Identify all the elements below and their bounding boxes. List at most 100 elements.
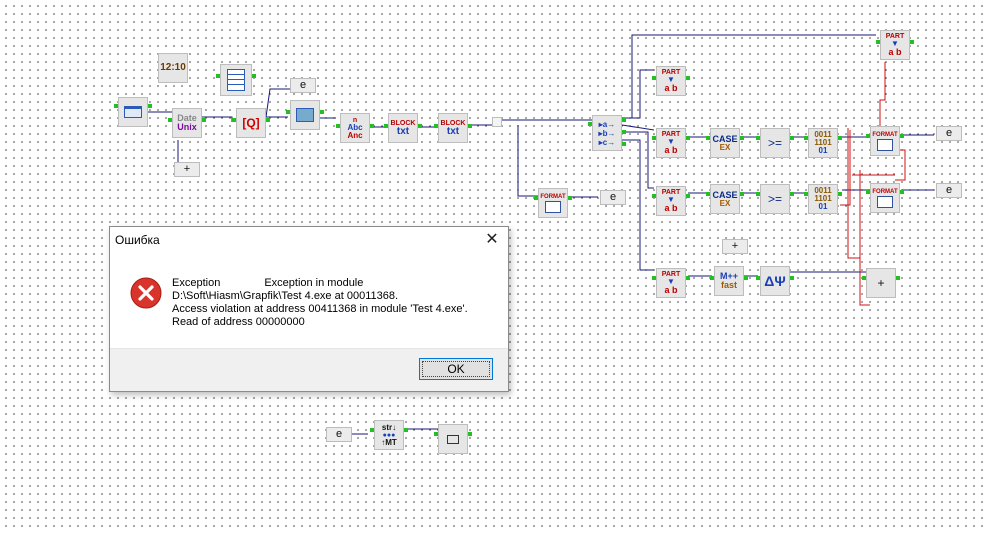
pin[interactable]: [686, 276, 690, 280]
abc-block[interactable]: n Abc Anc: [340, 113, 370, 143]
plus-block[interactable]: +: [866, 268, 896, 298]
format-block-1[interactable]: FORMAT: [538, 188, 568, 218]
pin[interactable]: [756, 192, 760, 196]
pin[interactable]: [652, 276, 656, 280]
search-block[interactable]: [Q]: [236, 108, 266, 138]
pin[interactable]: [686, 76, 690, 80]
pin[interactable]: [838, 136, 842, 140]
close-icon[interactable]: ✕: [485, 231, 499, 248]
pin[interactable]: [706, 136, 710, 140]
memo-block[interactable]: [220, 64, 252, 96]
pin[interactable]: [706, 192, 710, 196]
pin[interactable]: [876, 40, 880, 44]
block-txt-1[interactable]: BLOCK txt: [388, 113, 418, 143]
compare-block-1[interactable]: >=: [760, 128, 790, 158]
pin[interactable]: [534, 196, 538, 200]
plus-box-2[interactable]: +: [722, 239, 748, 254]
pin[interactable]: [622, 118, 626, 122]
pin[interactable]: [652, 136, 656, 140]
compare-block-2[interactable]: >=: [760, 184, 790, 214]
pin[interactable]: [652, 194, 656, 198]
ok-button[interactable]: OK: [419, 358, 493, 380]
pin[interactable]: [370, 428, 374, 432]
e-box-top[interactable]: e: [290, 78, 316, 93]
pin[interactable]: [804, 192, 808, 196]
format-block-2[interactable]: FORMAT: [870, 126, 900, 156]
part-block-1[interactable]: PART▼a b: [656, 66, 686, 96]
clock-block[interactable]: 12:10: [158, 53, 188, 83]
pin[interactable]: [370, 124, 374, 128]
pin[interactable]: [114, 104, 118, 108]
plus-box-1[interactable]: +: [174, 162, 200, 177]
part-block-2[interactable]: PART▼a b: [656, 128, 686, 158]
part-label-2: PART: [661, 131, 681, 138]
pin[interactable]: [622, 142, 626, 146]
pin[interactable]: [434, 432, 438, 436]
pin[interactable]: [686, 194, 690, 198]
pin[interactable]: [384, 124, 388, 128]
str-block[interactable]: str↓●●●↑MT: [374, 420, 404, 450]
pin[interactable]: [862, 276, 866, 280]
pin[interactable]: [202, 118, 206, 122]
e-box-bottom[interactable]: e: [326, 427, 352, 442]
window-block[interactable]: [118, 97, 148, 127]
pin[interactable]: [710, 276, 714, 280]
fast-block[interactable]: M++fast: [714, 266, 744, 296]
part-block-top[interactable]: PART▼a b: [880, 30, 910, 60]
pin[interactable]: [252, 74, 256, 78]
delta-block[interactable]: ΔΨ: [760, 266, 790, 296]
pin[interactable]: [148, 104, 152, 108]
pin[interactable]: [740, 136, 744, 140]
pin[interactable]: [790, 276, 794, 280]
pin[interactable]: [404, 428, 408, 432]
pin[interactable]: [900, 190, 904, 194]
pin[interactable]: [622, 130, 626, 134]
folder-block[interactable]: [438, 424, 468, 454]
e-box-format-3[interactable]: e: [936, 183, 962, 198]
pin[interactable]: [320, 110, 324, 114]
part-arrow-1: ▼: [667, 75, 675, 84]
pin[interactable]: [866, 134, 870, 138]
pin[interactable]: [418, 124, 422, 128]
format-block-3[interactable]: FORMAT: [870, 183, 900, 213]
bin1-l2: 1101: [814, 138, 832, 147]
router-block[interactable]: ▸a→▸b→▸c→: [592, 115, 622, 151]
e-box-format-2[interactable]: e: [936, 126, 962, 141]
pin[interactable]: [866, 190, 870, 194]
pin[interactable]: [652, 76, 656, 80]
block-txt-2[interactable]: BLOCK txt: [438, 113, 468, 143]
pin[interactable]: [336, 124, 340, 128]
pin[interactable]: [468, 432, 472, 436]
pin[interactable]: [910, 40, 914, 44]
pin[interactable]: [744, 276, 748, 280]
date-unix-block[interactable]: Date Unix: [172, 108, 202, 138]
pin[interactable]: [286, 110, 290, 114]
pin[interactable]: [896, 276, 900, 280]
pin[interactable]: [756, 276, 760, 280]
pin[interactable]: [756, 136, 760, 140]
e-box-format-1[interactable]: e: [600, 190, 626, 205]
pin[interactable]: [266, 118, 270, 122]
pin[interactable]: [740, 192, 744, 196]
pin[interactable]: [686, 136, 690, 140]
pin[interactable]: [900, 134, 904, 138]
pin[interactable]: [568, 196, 572, 200]
pin[interactable]: [434, 124, 438, 128]
pin[interactable]: [588, 122, 592, 126]
pin[interactable]: [468, 124, 472, 128]
part-block-3[interactable]: PART▼a b: [656, 186, 686, 216]
part-arrow-3: ▼: [667, 195, 675, 204]
pin[interactable]: [168, 118, 172, 122]
pin[interactable]: [790, 192, 794, 196]
pin[interactable]: [216, 74, 220, 78]
pin[interactable]: [790, 136, 794, 140]
part-block-4[interactable]: PART▼a b: [656, 268, 686, 298]
pin[interactable]: [804, 136, 808, 140]
pin[interactable]: [838, 192, 842, 196]
pin[interactable]: [232, 118, 236, 122]
form-block[interactable]: [290, 100, 320, 130]
